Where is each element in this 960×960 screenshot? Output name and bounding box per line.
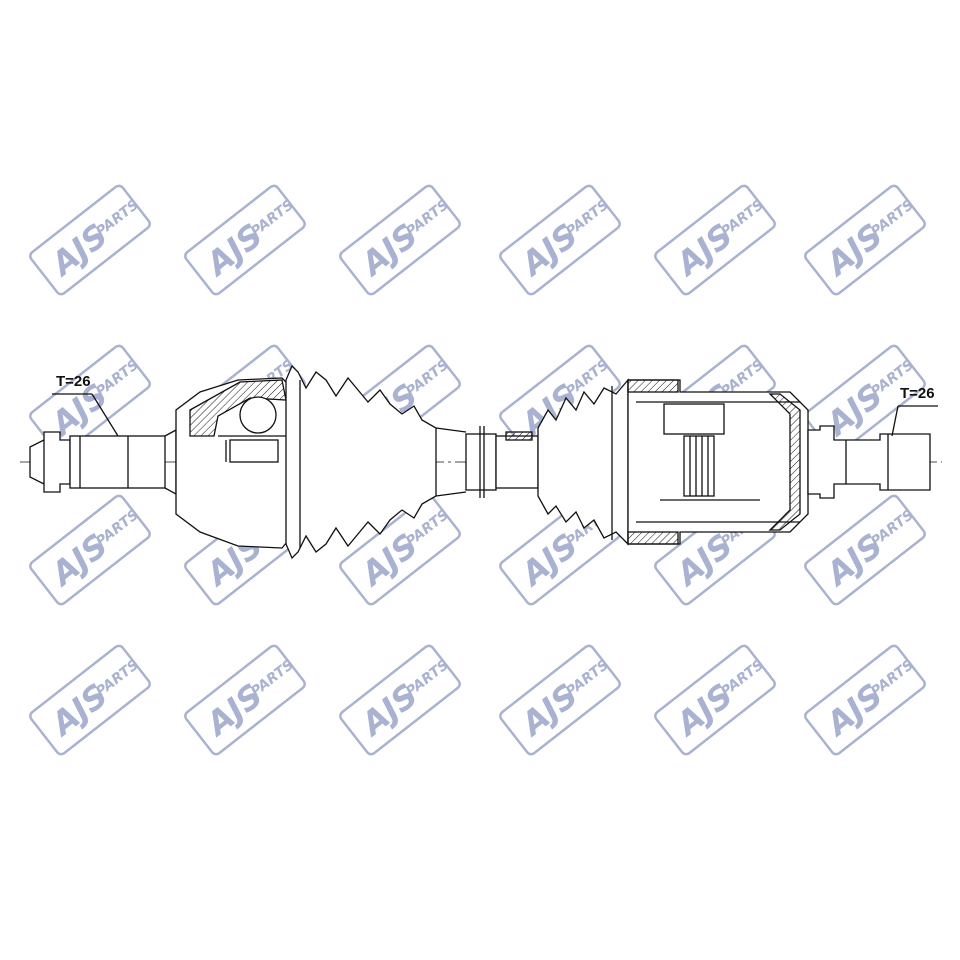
svg-text:PARTS: PARTS xyxy=(718,657,767,700)
svg-text:PARTS: PARTS xyxy=(868,507,917,550)
svg-text:PARTS: PARTS xyxy=(93,657,142,700)
shaft-assembly xyxy=(20,364,942,560)
outer-cv-joint xyxy=(175,377,293,549)
svg-text:PARTS: PARTS xyxy=(248,657,297,700)
svg-text:PARTS: PARTS xyxy=(868,197,917,240)
svg-text:PARTS: PARTS xyxy=(403,197,452,240)
svg-text:PARTS: PARTS xyxy=(403,357,452,400)
svg-text:PARTS: PARTS xyxy=(868,657,917,700)
inner-label-pointer xyxy=(891,405,899,437)
inner-spline-label: T=26 xyxy=(900,385,935,402)
outer-label-pointer xyxy=(91,393,119,437)
inner-tripod-joint xyxy=(627,379,809,545)
svg-text:PARTS: PARTS xyxy=(718,197,767,240)
svg-text:PARTS: PARTS xyxy=(403,657,452,700)
svg-text:PARTS: PARTS xyxy=(248,197,297,240)
outer-spline-stub xyxy=(29,428,177,496)
svg-text:PARTS: PARTS xyxy=(563,197,612,240)
svg-text:PARTS: PARTS xyxy=(563,657,612,700)
inner-spline-stub xyxy=(807,425,931,499)
svg-text:PARTS: PARTS xyxy=(93,507,142,550)
outer-boot xyxy=(285,364,467,560)
svg-text:PARTS: PARTS xyxy=(93,357,142,400)
outer-spline-label: T=26 xyxy=(56,373,91,390)
main-shaft xyxy=(465,426,539,498)
svg-text:PARTS: PARTS xyxy=(93,197,142,240)
